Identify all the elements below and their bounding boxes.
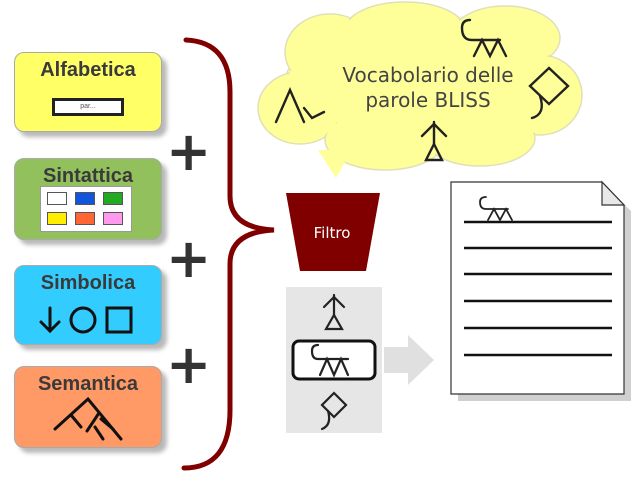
grid-cell[interactable] — [47, 212, 67, 225]
cloud-text: Vocabolario delle parole BLISS — [330, 63, 526, 113]
bliss-symbol-icon — [460, 18, 508, 59]
bliss-symbol-icon — [320, 391, 348, 431]
grid-cell[interactable] — [47, 192, 67, 205]
cloud-line-1: Vocabolario delle — [342, 63, 514, 87]
circle-icon — [69, 306, 97, 334]
card-semantica[interactable]: Semantica — [14, 366, 162, 448]
arrow-right-icon — [384, 335, 434, 385]
plus-sign: + — [166, 120, 212, 183]
card-title: Sintattica — [42, 165, 134, 187]
bliss-symbol-icon — [310, 343, 350, 378]
document-icon — [450, 180, 631, 401]
card-title: Simbolica — [40, 272, 136, 294]
grid-cell[interactable] — [103, 212, 123, 225]
curly-brace — [181, 37, 275, 471]
filter-label: Filtro — [313, 224, 351, 242]
results-panel — [286, 287, 382, 433]
bliss-symbol-icon — [528, 66, 570, 120]
bliss-symbol-icon — [322, 293, 346, 331]
card-simbolica[interactable]: Simbolica — [14, 265, 162, 345]
card-alfabetica[interactable]: Alfabetica par... — [14, 52, 162, 132]
search-input[interactable]: par... — [52, 98, 124, 116]
results-symbols — [291, 293, 377, 431]
cloud-line-2: parole BLISS — [365, 88, 491, 112]
square-icon — [105, 306, 133, 334]
plus-sign: + — [166, 333, 212, 396]
bliss-symbol-icon — [420, 120, 448, 162]
plus-sign: + — [166, 227, 212, 290]
filter-funnel — [286, 193, 380, 271]
color-grid — [40, 186, 132, 232]
grid-cell[interactable] — [75, 212, 95, 225]
card-sintattica[interactable]: Sintattica — [14, 158, 162, 240]
symbol-icons — [39, 306, 133, 334]
grid-cell[interactable] — [75, 192, 95, 205]
arrow-down-icon — [39, 306, 61, 334]
bliss-symbol-icon — [274, 87, 326, 124]
tree-icon — [53, 396, 123, 441]
grid-cell[interactable] — [103, 192, 123, 205]
card-title: Semantica — [37, 373, 139, 395]
card-title: Alfabetica — [40, 59, 136, 81]
